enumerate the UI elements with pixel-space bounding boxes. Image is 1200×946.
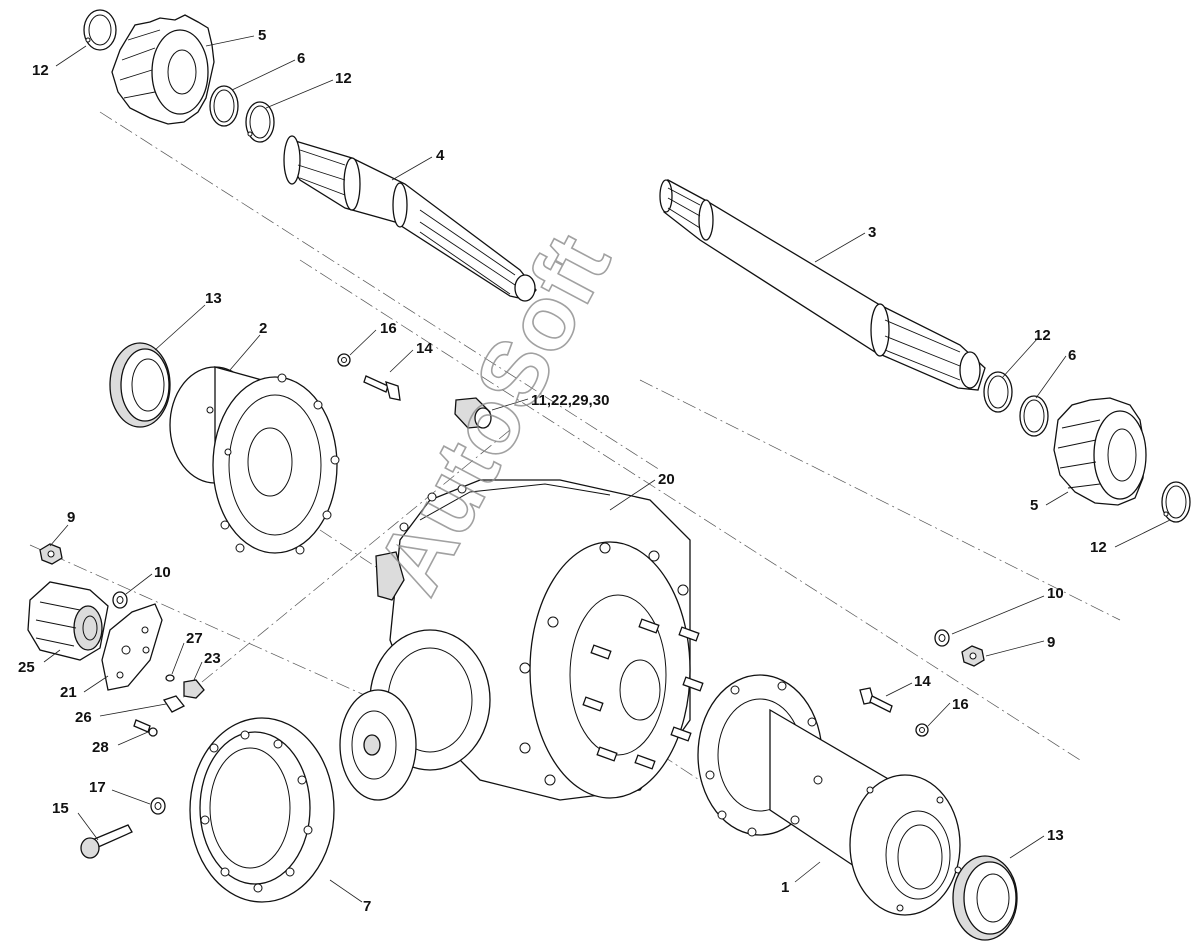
callout-25: 25 <box>18 659 35 676</box>
callout-26: 26 <box>75 709 92 726</box>
callout-14: 14 <box>416 340 433 357</box>
circlip-12-right-lower <box>1161 481 1191 523</box>
callout-9: 9 <box>67 509 75 526</box>
bolt-14-upper <box>363 375 401 401</box>
screw-28 <box>133 719 158 737</box>
washer-16-upper <box>337 353 351 367</box>
callout-5: 5 <box>1030 497 1038 514</box>
cap-screw-15 <box>80 824 133 859</box>
callout-3: 3 <box>868 224 876 241</box>
callout-10: 10 <box>154 564 171 581</box>
bolt-14-lower <box>859 687 893 713</box>
callout-10: 10 <box>1047 585 1064 602</box>
callout-21: 21 <box>60 684 77 701</box>
fitting-23 <box>183 679 205 699</box>
pin-27 <box>165 674 175 682</box>
washer-10-left <box>112 591 128 609</box>
axle-shaft-4 <box>283 135 537 302</box>
callout-7: 7 <box>363 898 371 915</box>
callout-9: 9 <box>1047 634 1055 651</box>
spur-gear-5-right <box>1053 397 1147 506</box>
circlip-12-top-left <box>83 9 117 51</box>
washer-16-lower <box>915 723 929 737</box>
circlip-12-right-upper <box>983 371 1013 413</box>
callout-27: 27 <box>186 630 203 647</box>
sensor-block-25 <box>27 581 109 661</box>
callout-11-22-29-30: 11,22,29,30 <box>531 392 609 409</box>
axle-tube-1 <box>697 674 962 916</box>
circlip-12-top <box>245 101 275 143</box>
callout-16: 16 <box>380 320 397 337</box>
o-ring-6-top <box>209 85 239 127</box>
washer-17 <box>150 797 166 815</box>
callout-2: 2 <box>259 320 267 337</box>
o-ring-6-right <box>1019 395 1049 437</box>
callout-14: 14 <box>914 673 931 690</box>
callout-17: 17 <box>89 779 106 796</box>
nut-9-left <box>39 543 63 565</box>
clip-26 <box>162 695 186 713</box>
differential-housing-20 <box>339 479 704 801</box>
hub-housing-2 <box>169 366 340 555</box>
callout-4: 4 <box>436 147 445 164</box>
callout-12: 12 <box>1034 327 1051 344</box>
leader-lines <box>43 35 1171 903</box>
washer-10-right <box>934 629 950 647</box>
callout-15: 15 <box>52 800 69 817</box>
callout-12: 12 <box>32 62 49 79</box>
callout-12: 12 <box>335 70 352 87</box>
bearing-13-lower <box>952 855 1018 941</box>
bearing-13-upper <box>109 342 171 428</box>
ring-flange-7 <box>189 717 335 903</box>
axle-shaft-3 <box>659 178 986 391</box>
callout-28: 28 <box>92 739 109 756</box>
wheel-studs <box>582 618 704 770</box>
callout-1: 1 <box>781 879 789 896</box>
callout-13: 13 <box>205 290 222 307</box>
callout-5: 5 <box>258 27 266 44</box>
callout-23: 23 <box>204 650 221 667</box>
callout-13: 13 <box>1047 827 1064 844</box>
plug-11 <box>454 397 492 429</box>
callout-6: 6 <box>297 50 305 67</box>
bracket-plate-21 <box>101 603 163 691</box>
assembly-axes <box>29 111 1121 821</box>
nut-9-right <box>961 645 985 667</box>
callout-labels: 12 5 6 12 4 3 13 2 16 14 11,22,29,30 12 … <box>18 27 1107 915</box>
spur-gear-5-top <box>111 14 215 125</box>
callout-12: 12 <box>1090 539 1107 556</box>
callout-16: 16 <box>952 696 969 713</box>
callout-6: 6 <box>1068 347 1076 364</box>
callout-20: 20 <box>658 471 675 488</box>
